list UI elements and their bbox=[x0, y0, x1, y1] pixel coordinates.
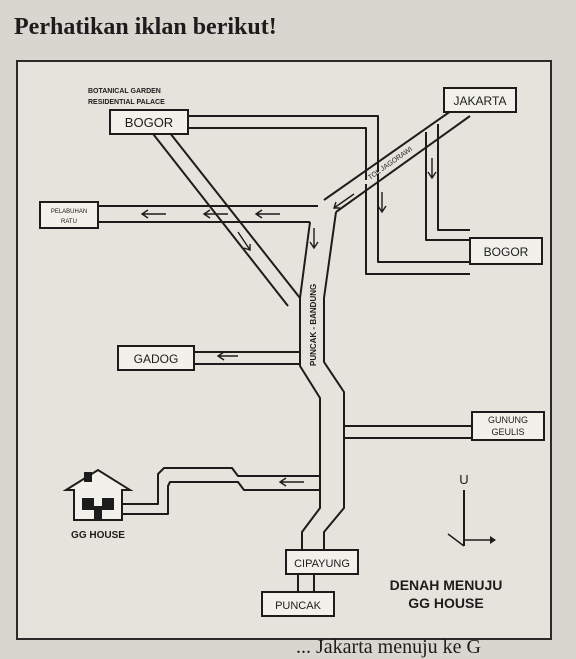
svg-text:GEULIS: GEULIS bbox=[491, 427, 524, 437]
road-jakarta-bogor-right-b bbox=[437, 124, 470, 231]
place-pelabuhan-ratu: PELABUHAN RATU bbox=[39, 201, 99, 229]
place-bogor-right: BOGOR bbox=[469, 237, 543, 265]
label-residential-palace: RESIDENTIAL PALACE bbox=[88, 99, 165, 106]
svg-text:BOGOR: BOGOR bbox=[484, 245, 529, 259]
place-cipayung: CIPAYUNG bbox=[285, 549, 359, 575]
road-bogor-diagonal-b bbox=[165, 127, 301, 299]
label-gg-house: GG HOUSE bbox=[71, 530, 125, 541]
label-puncak-bandung: PUNCAK - BANDUNG bbox=[309, 284, 318, 366]
road-tol-jagorawi-lower bbox=[335, 115, 471, 213]
road-tol-jagorawi-upper bbox=[323, 105, 459, 201]
svg-text:PELABUHAN: PELABUHAN bbox=[51, 209, 87, 215]
place-gunung-geulis: GUNUNG GEULIS bbox=[471, 411, 545, 441]
svg-text:PUNCAK: PUNCAK bbox=[275, 600, 322, 612]
label-botanical-garden: BOTANICAL GARDEN bbox=[88, 88, 161, 95]
road-to-bogor-right-lower bbox=[365, 184, 470, 275]
legend-denah-line1: DENAH MENUJU bbox=[390, 577, 503, 593]
road-puncak-bandung-right bbox=[323, 211, 345, 552]
svg-text:RATU: RATU bbox=[61, 219, 77, 225]
svg-text:BOGOR: BOGOR bbox=[125, 115, 173, 130]
road-jakarta-bogor-right-a bbox=[425, 132, 470, 241]
cut-off-text: ... Jakarta menuju ke G bbox=[296, 636, 481, 658]
compass-icon: U bbox=[447, 472, 496, 547]
svg-text:GUNUNG: GUNUNG bbox=[488, 415, 528, 425]
legend-denah-line2: GG HOUSE bbox=[408, 595, 483, 611]
place-jakarta: JAKARTA bbox=[443, 87, 517, 113]
road-gg-house-lower bbox=[114, 481, 320, 515]
road-bogor-diagonal-a bbox=[149, 129, 289, 307]
road-bogor-top-lower bbox=[188, 127, 367, 180]
road-bogor-top-upper bbox=[188, 115, 379, 172]
svg-text:U: U bbox=[459, 472, 468, 487]
svg-text:JAKARTA: JAKARTA bbox=[454, 94, 507, 108]
road-to-bogor-right-upper bbox=[377, 174, 470, 263]
place-bogor-top: BOGOR bbox=[109, 109, 189, 135]
svg-text:CIPAYUNG: CIPAYUNG bbox=[294, 558, 350, 570]
page-title: Perhatikan iklan berikut! bbox=[14, 14, 277, 40]
place-puncak: PUNCAK bbox=[261, 591, 335, 617]
map-frame: BOGOR BOTANICAL GARDEN RESIDENTIAL PALAC… bbox=[16, 60, 552, 640]
house-icon bbox=[62, 468, 134, 521]
direction-arrow-icon bbox=[140, 158, 437, 487]
road-puncak-bandung-left bbox=[299, 221, 321, 552]
place-gadog: GADOG bbox=[117, 345, 195, 371]
route-map: BOGOR BOTANICAL GARDEN RESIDENTIAL PALAC… bbox=[39, 87, 545, 617]
road-gg-house-upper bbox=[114, 467, 320, 505]
svg-text:GADOG: GADOG bbox=[134, 352, 179, 366]
